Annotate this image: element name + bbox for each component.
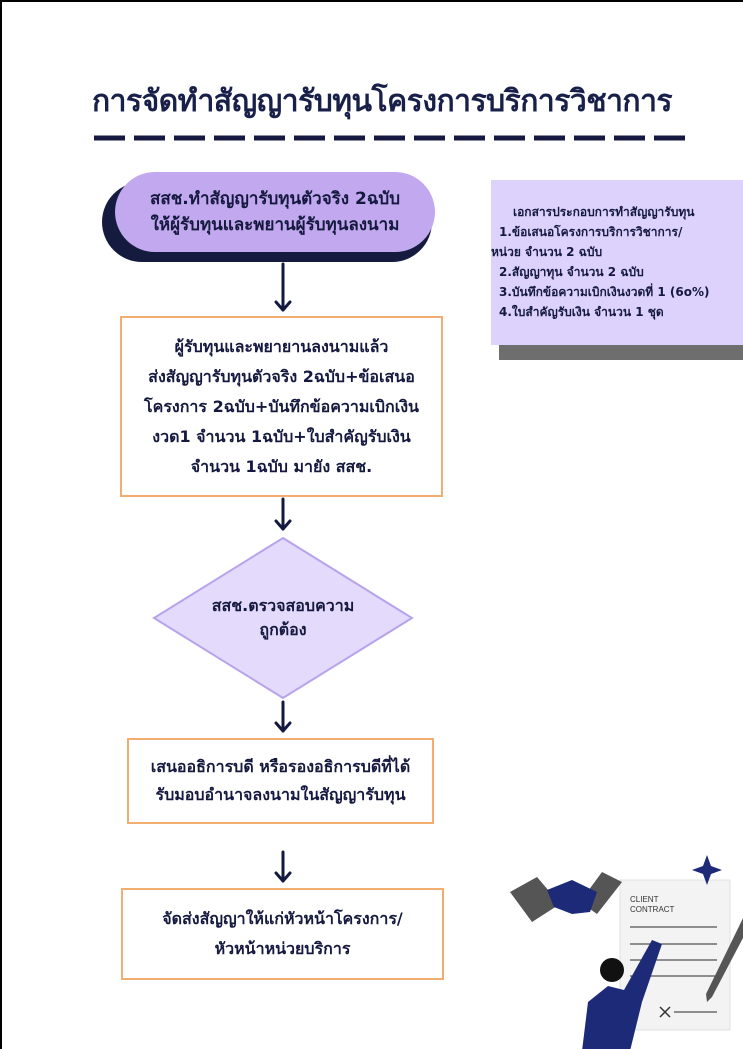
arrow-2 (274, 497, 292, 531)
contract-text: CLIENT (630, 895, 659, 904)
decision-diamond (152, 536, 414, 700)
step2-box: ผู้รับทุนและพยายานลงนามแล้ว ส่งสัญญารับท… (120, 316, 443, 497)
step2-line: จำนวน 1ฉบับ มายัง สสช. (190, 456, 373, 476)
step5-line: จัดส่งสัญญาให้แก่หัวหน้าโครงการ/ (162, 909, 403, 928)
step5-line: หัวหน้าหน่วยบริการ (214, 939, 351, 958)
step5-box: จัดส่งสัญญาให้แก่หัวหน้าโครงการ/ หัวหน้า… (121, 888, 444, 980)
step4-box: เสนออธิการบดี หรือรองอธิการบดีที่ได้ รับ… (127, 738, 434, 824)
page-title: การจัดทำสัญญารับทุนโครงการบริการวิชาการ (92, 84, 673, 119)
contract-text: CONTRACT (630, 905, 675, 914)
decision-line: ถูกต้อง (259, 620, 307, 639)
step2-line: ผู้รับทุนและพยายานลงนามแล้ว (174, 336, 389, 356)
step2-line: ส่งสัญญารับทุนตัวจริง 2ฉบับ+ข้อเสนอ (148, 366, 415, 386)
documents-card: เอกสารประกอบการทำสัญญารับทุน 1.ข้อเสนอโค… (491, 180, 743, 345)
decision-line: สสช.ตรวจสอบความ (211, 596, 355, 615)
arrow-1 (274, 262, 292, 312)
step4-line: เสนออธิการบดี หรือรองอธิการบดีที่ได้ (150, 757, 411, 776)
step1-line: ให้ผู้รับทุนและพยานผู้รับทุนลงนาม (150, 215, 400, 235)
handshake-contract-icon: CLIENT CONTRACT (510, 855, 743, 1049)
step2-line: งวด1 จำนวน 1ฉบับ+ใบสำคัญรับเงิน (152, 426, 411, 446)
documents-item: หน่วย จำนวน 2 ฉบับ (491, 245, 603, 259)
documents-heading: เอกสารประกอบการทำสัญญารับทุน (513, 205, 695, 219)
documents-item: 3.บันทึกข้อความเบิกเงินงวดที่ 1 (6o%) (499, 285, 710, 299)
step2-line: โครงการ 2ฉบับ+บันทึกข้อความเบิกเงิน (144, 396, 419, 416)
step1-pill: สสช.ทำสัญญารับทุนตัวจริง 2ฉบับ ให้ผู้รับ… (115, 172, 435, 252)
decision-label: สสช.ตรวจสอบความ ถูกต้อง (152, 536, 414, 700)
step1-line: สสช.ทำสัญญารับทุนตัวจริง 2ฉบับ (149, 189, 401, 209)
title-underline-dashes (94, 135, 694, 141)
step4-line: รับมอบอำนาจลงนามในสัญญารับทุน (155, 785, 406, 804)
documents-item: 4.ใบสำคัญรับเงิน จำนวน 1 ชุด (499, 305, 664, 319)
arrow-3 (274, 700, 292, 733)
documents-item: 1.ข้อเสนอโครงการบริการวิชาการ/ (499, 225, 683, 239)
arrow-4 (274, 850, 292, 883)
documents-item: 2.สัญญาทุน จำนวน 2 ฉบับ (499, 265, 644, 279)
